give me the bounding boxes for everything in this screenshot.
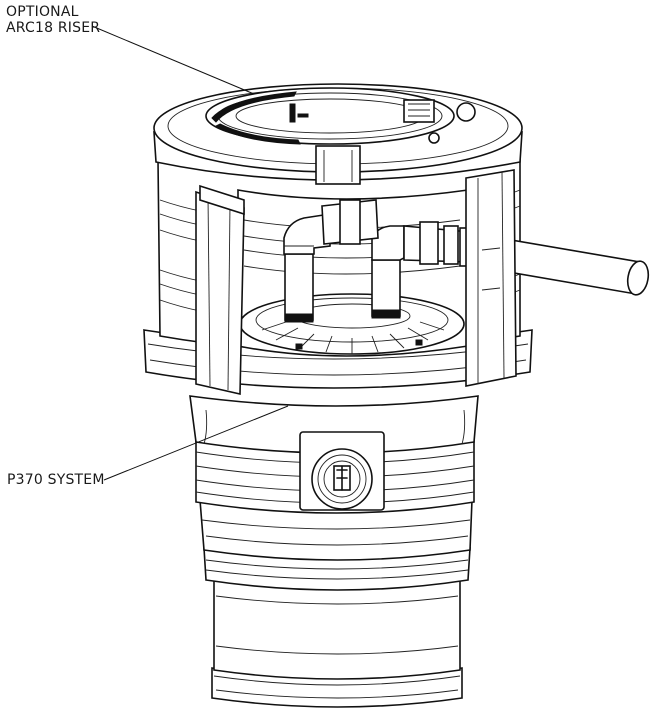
basin-bottom-flange [211, 667, 463, 708]
callout-optional-arc18-riser: OPTIONAL ARC18 RISER [6, 4, 100, 36]
riser-bracket-left [195, 184, 245, 395]
callout-riser-line2: ARC18 RISER [6, 20, 101, 36]
leader-riser [91, 25, 255, 95]
riser-lid [153, 83, 523, 185]
callout-p370-system: P370 SYSTEM [7, 472, 105, 488]
leader-lines [91, 25, 289, 481]
basin-upper-body [189, 395, 479, 454]
callout-riser-line1: OPTIONAL [6, 4, 79, 20]
leader-system [103, 405, 289, 481]
discharge-pipe-left [283, 213, 331, 323]
discharge-pipe-right [371, 225, 405, 319]
basin-step-ring [203, 547, 471, 591]
riser-bracket-right [465, 169, 517, 387]
basin-inspection-port [299, 431, 385, 511]
basin-mid-body [199, 499, 473, 561]
basin-lower-body [213, 577, 461, 680]
